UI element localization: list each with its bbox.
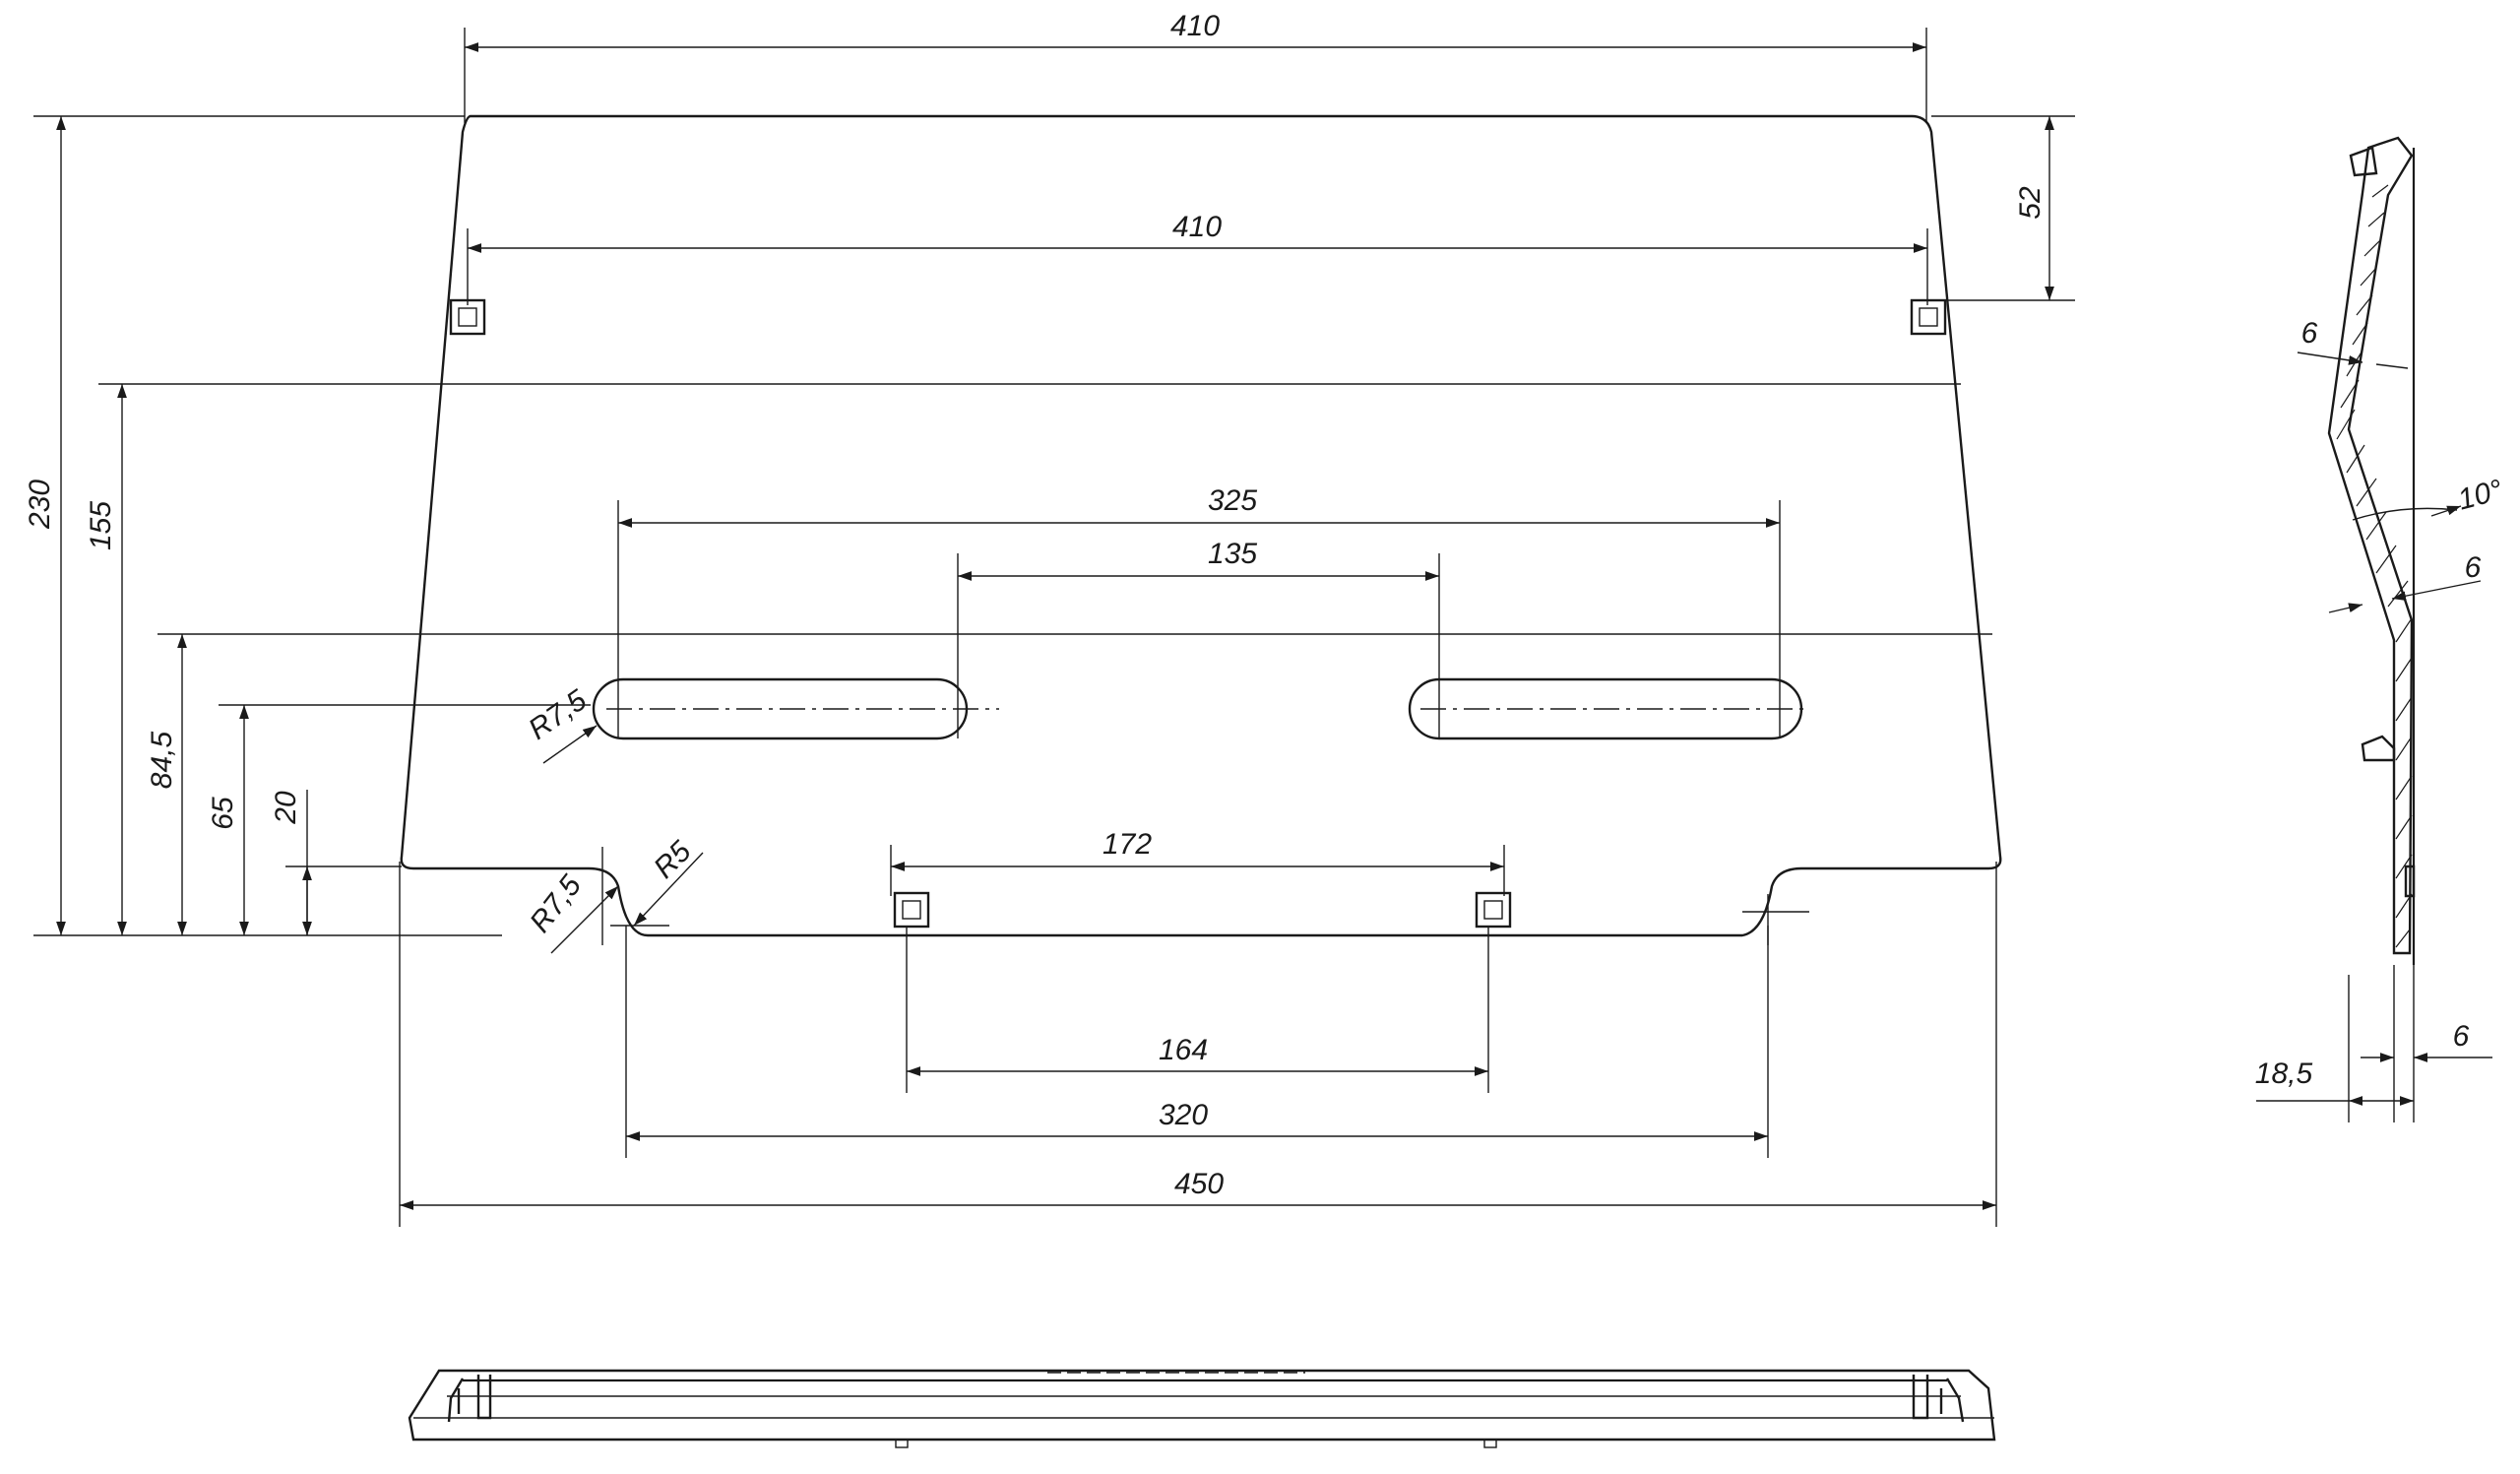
dim-corner-radius-r5-label: R5: [648, 835, 698, 885]
dim-side-thickness-top-label: 6: [2301, 317, 2318, 350]
dim-notch-span: 320: [625, 926, 1769, 1158]
dim-height-155-label: 155: [85, 501, 117, 550]
dim-lower-bolt-spacing: 172: [890, 828, 1505, 896]
dim-slot-span: 325: [617, 484, 1781, 738]
dim-height-65-label: 65: [207, 797, 239, 830]
dim-side-thickness-mid-label: 6: [2465, 551, 2482, 584]
dim-side-depth-label: 18,5: [2255, 1057, 2313, 1090]
dim-height-84-5-label: 84,5: [146, 731, 178, 789]
dim-top-offset-label: 52: [2014, 186, 2047, 220]
dim-height-155: 155: [85, 384, 127, 935]
dim-total-height-label: 230: [24, 480, 56, 530]
section-hatch: [2336, 184, 2413, 948]
dim-corner-radius-r7-5-label: R7,5: [524, 869, 588, 939]
dim-lower-bolt-center: 164: [906, 926, 1489, 1093]
dim-top-width: 410: [464, 10, 1927, 123]
dim-height-20: 20: [270, 790, 312, 935]
dim-slot-span-label: 325: [1208, 484, 1257, 517]
slot-left: [592, 677, 999, 740]
dim-slot-gap-label: 135: [1208, 538, 1257, 570]
bolt-hole-top-left: [449, 298, 486, 336]
side-section-view: 6 10° 6 6 18,5: [2255, 136, 2506, 1122]
dim-height-84-5: 84,5: [146, 634, 187, 935]
dim-height-20-label: 20: [270, 791, 302, 825]
plate-outline: [400, 114, 2002, 937]
dim-bottom-width: 450: [399, 862, 1997, 1227]
dim-bottom-width-label: 450: [1174, 1168, 1224, 1200]
dim-height-65: 65: [207, 705, 249, 935]
bolt-hole-bottom-right: [1475, 891, 1512, 929]
dim-slot-radius-label: R7,5: [523, 683, 593, 746]
bottom-view: [408, 1369, 1996, 1448]
dim-lower-bolt-spacing-label: 172: [1102, 828, 1152, 861]
dim-lower-bolt-center-label: 164: [1159, 1034, 1208, 1066]
slot-right: [1408, 677, 1803, 740]
dim-side-thickness-bottom-label: 6: [2453, 1020, 2470, 1053]
dim-total-height: 230: [24, 116, 66, 935]
dim-top-offset: 52: [1931, 115, 2075, 301]
dim-bolt-spacing-top-label: 410: [1172, 211, 1222, 243]
bolt-hole-bottom-left: [893, 891, 930, 929]
dim-slot-gap: 135: [957, 538, 1440, 738]
bolt-hole-top-right: [1910, 298, 1947, 336]
dim-bolt-spacing-top: 410: [467, 211, 1928, 305]
dim-slot-radius: R7,5: [523, 683, 598, 764]
dim-side-angle-label: 10°: [2454, 474, 2505, 517]
dim-top-width-label: 410: [1170, 10, 1220, 42]
dim-notch-span-label: 320: [1159, 1099, 1208, 1131]
dim-corner-radius-r7-5: R7,5: [524, 847, 619, 954]
